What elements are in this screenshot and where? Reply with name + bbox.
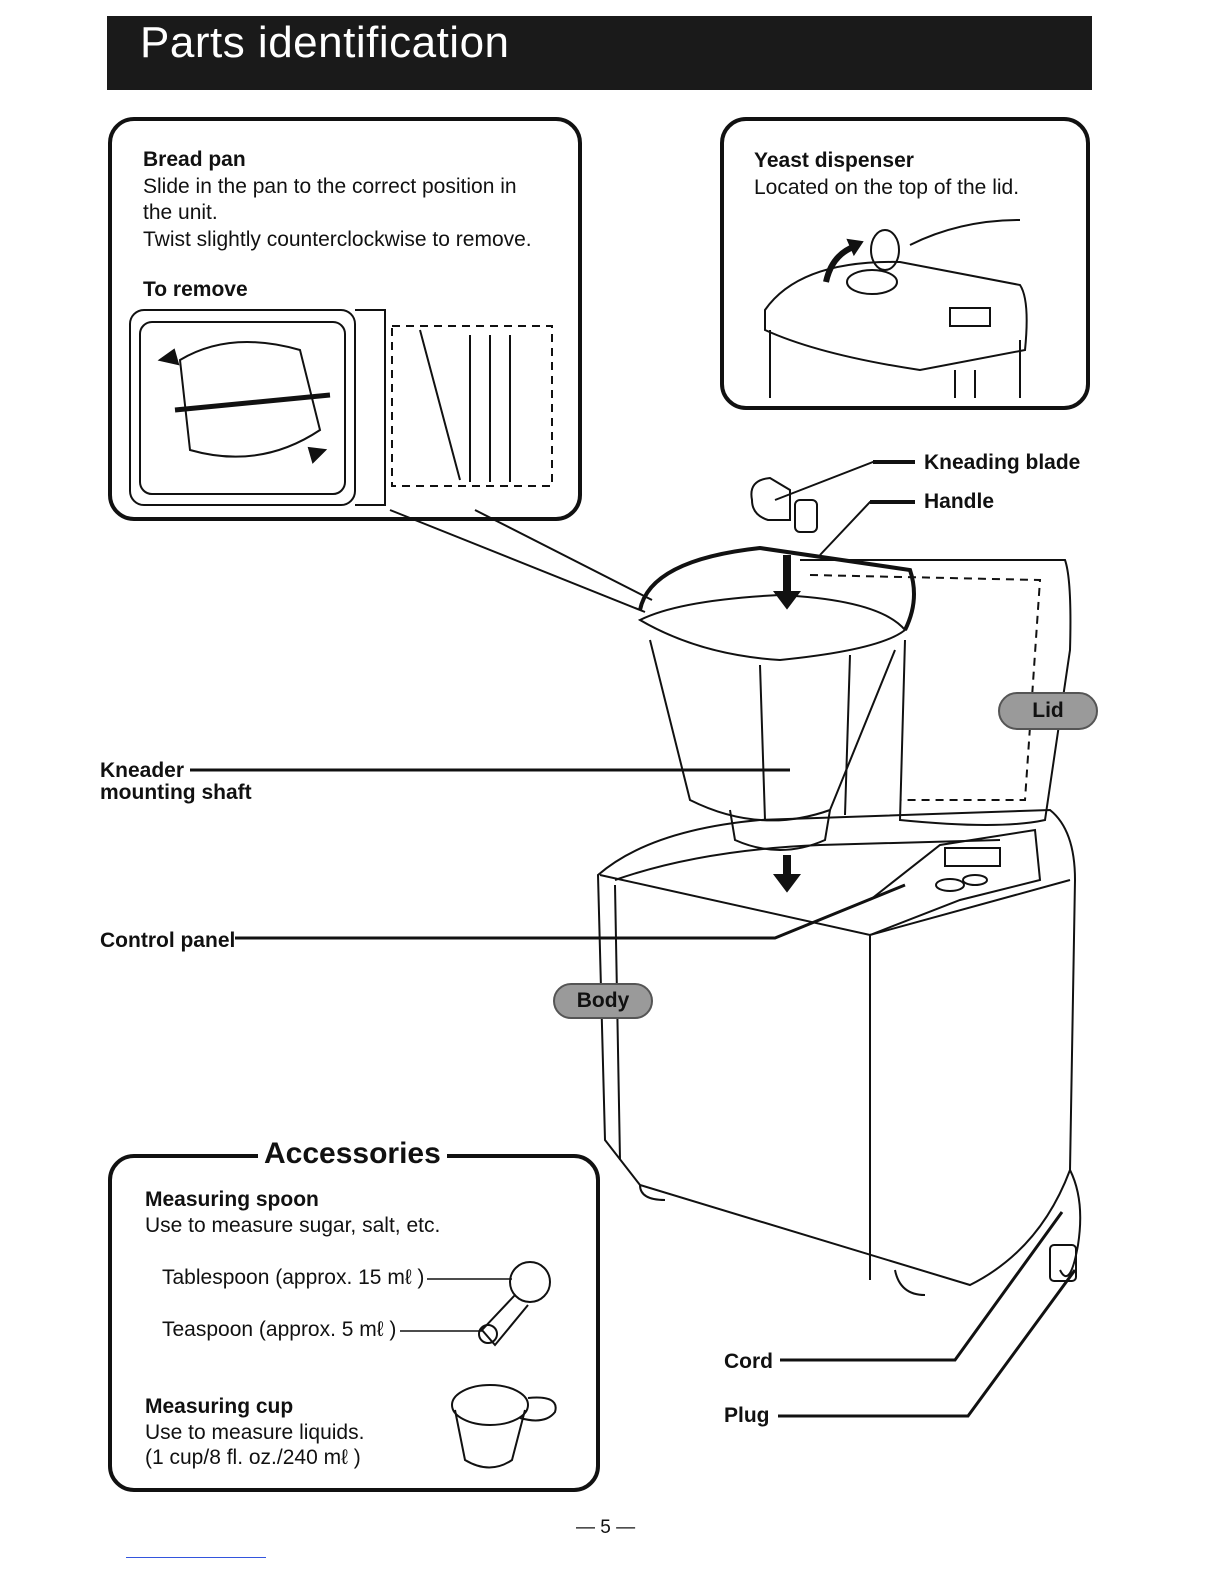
- page-title: Parts identification: [140, 18, 510, 67]
- accessories-title: Accessories: [258, 1137, 447, 1171]
- bread-pan-text-3: Twist slightly counterclockwise to remov…: [143, 228, 532, 251]
- to-remove-label: To remove: [143, 278, 248, 301]
- footer-divider: [126, 1557, 266, 1558]
- title-bar: [107, 16, 1092, 90]
- measuring-cup-heading: Measuring cup: [145, 1395, 294, 1418]
- measuring-cup-text-2: (1 cup/8 fl. oz./240 mℓ ): [145, 1446, 361, 1469]
- measuring-spoon-heading: Measuring spoon: [145, 1188, 319, 1211]
- yeast-dispenser-text: Located on the top of the lid.: [754, 176, 1020, 199]
- tablespoon-label: Tablespoon (approx. 15 mℓ ): [162, 1266, 425, 1289]
- control-panel-label: Control panel: [100, 929, 236, 952]
- body-label: Body: [553, 983, 653, 1019]
- cord-label: Cord: [724, 1350, 773, 1373]
- bread-pan-heading: Bread pan: [143, 148, 246, 171]
- kneader-mounting-shaft-label-2: mounting shaft: [100, 781, 252, 804]
- lid-label: Lid: [998, 692, 1098, 730]
- kneading-blade-label: Kneading blade: [924, 451, 1081, 474]
- yeast-dispenser-heading: Yeast dispenser: [754, 149, 914, 172]
- bread-pan-text-1: Slide in the pan to the correct position…: [143, 175, 517, 198]
- bread-pan-removal-illustration: [129, 309, 553, 506]
- teaspoon-label: Teaspoon (approx. 5 mℓ ): [162, 1318, 397, 1341]
- handle-label: Handle: [924, 490, 995, 513]
- yeast-dispenser-illustration: [764, 219, 1028, 398]
- accessories-box: [108, 1154, 600, 1492]
- measuring-spoon-text: Use to measure sugar, salt, etc.: [145, 1214, 441, 1237]
- measuring-cup-text-1: Use to measure liquids.: [145, 1421, 365, 1444]
- kneader-mounting-shaft-label-1: Kneader: [100, 759, 185, 782]
- bread-pan-text-2: the unit.: [143, 201, 218, 224]
- page-number: — 5 —: [576, 1517, 636, 1538]
- plug-label: Plug: [724, 1404, 770, 1427]
